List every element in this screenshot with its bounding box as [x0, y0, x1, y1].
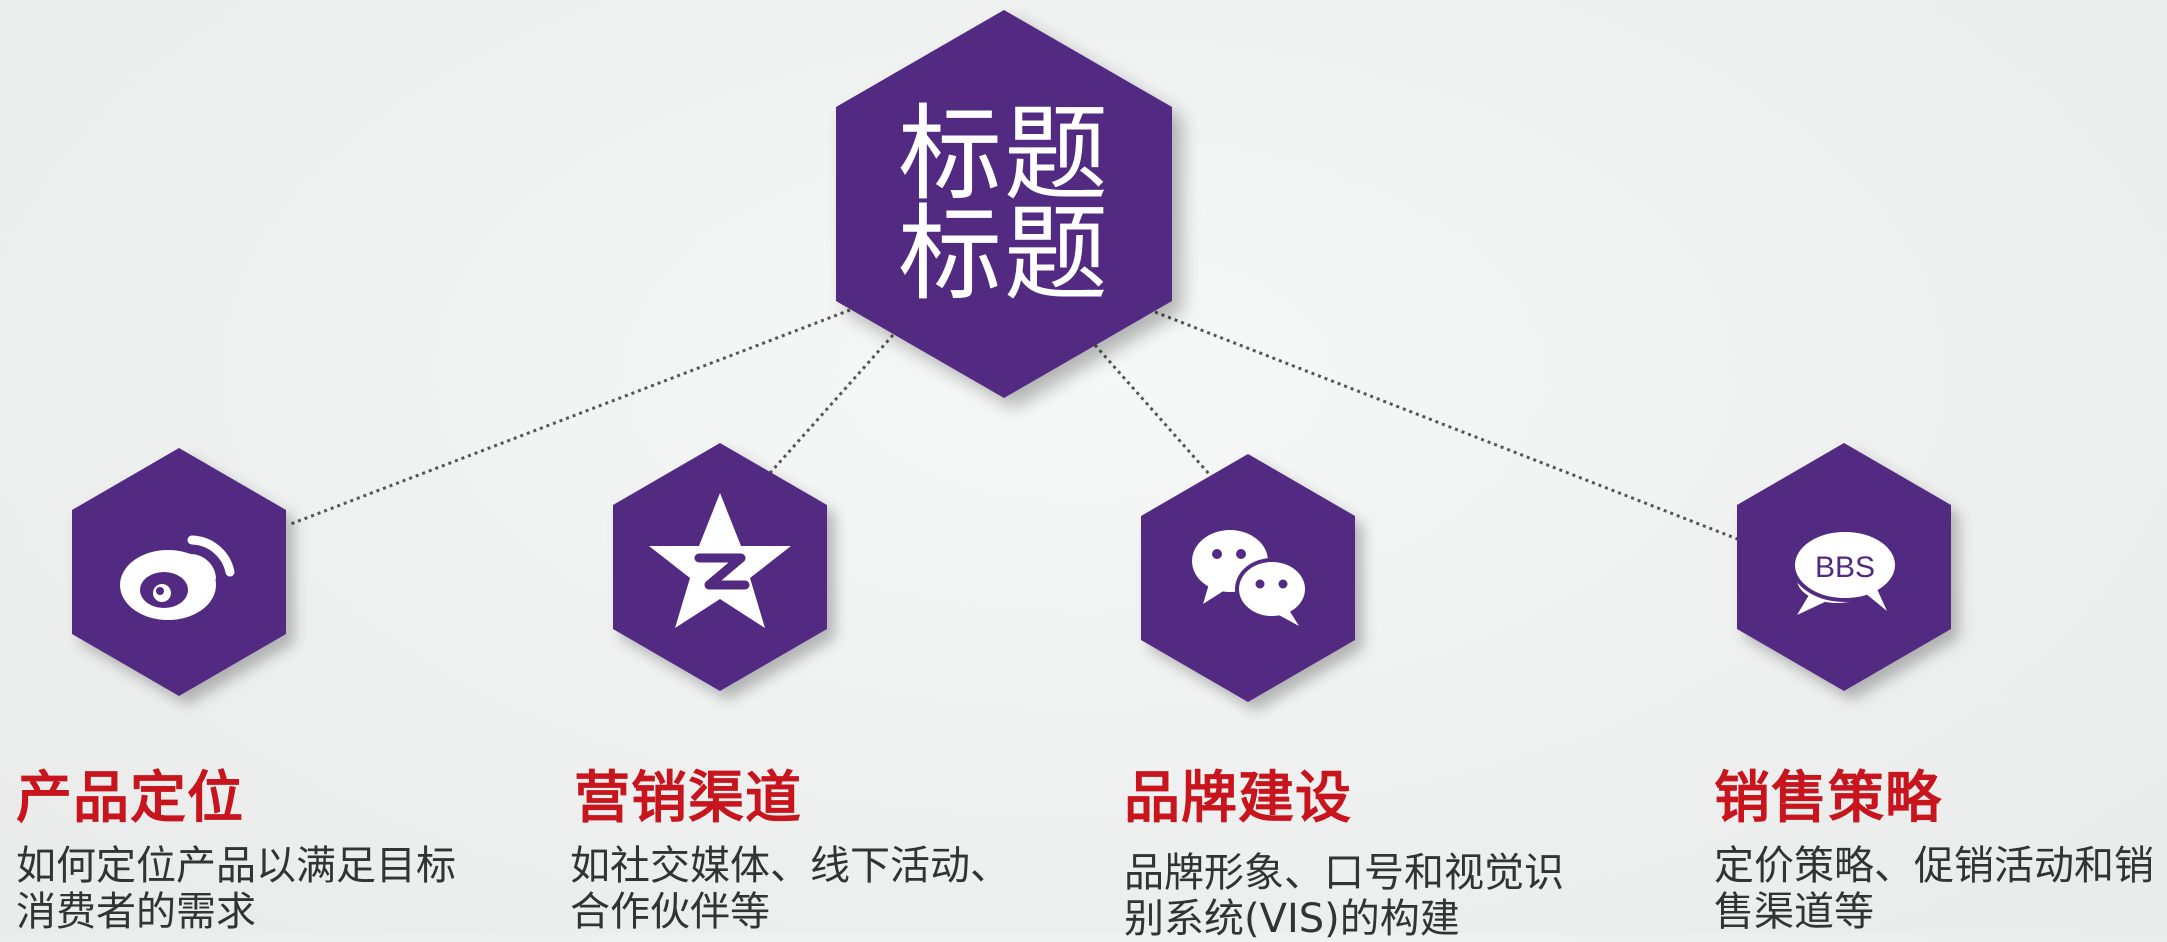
wechat-icon	[1192, 530, 1309, 626]
connector-line-2	[768, 334, 895, 474]
bbs-icon-text: BBS	[1815, 551, 1875, 584]
node-title-4: 销售策略	[1714, 766, 1942, 831]
node-hexagon-2	[613, 443, 827, 691]
bbs-icon: BBS	[1791, 528, 1899, 615]
node-hexagon-3	[1141, 454, 1355, 702]
weibo-icon	[120, 535, 235, 620]
node-desc-2: 如社交媒体、线下活动、合作伙伴等	[570, 843, 1010, 935]
connector-line-3	[1093, 344, 1212, 476]
node-desc-1: 如何定位产品以满足目标消费者的需求	[16, 843, 456, 935]
node-title-1: 产品定位	[16, 766, 244, 831]
node-desc-3: 品牌形象、口号和视觉识别系统(VIS)的构建	[1124, 850, 1564, 942]
connector-line-1	[287, 308, 851, 527]
center-title-line-2: 标题	[897, 193, 1110, 315]
center-hexagon: 标题 标题	[836, 10, 1172, 398]
node-title-3: 品牌建设	[1124, 766, 1352, 831]
node-title-2: 营销渠道	[574, 766, 802, 831]
node-desc-4: 定价策略、促销活动和销售渠道等	[1714, 843, 2154, 935]
node-hexagon-4: BBS	[1737, 443, 1951, 691]
node-hexagon-1	[72, 448, 286, 696]
qzone-star-icon	[649, 493, 791, 628]
center-title: 标题 标题	[836, 10, 1172, 398]
center-title-line-1: 标题	[897, 93, 1110, 215]
